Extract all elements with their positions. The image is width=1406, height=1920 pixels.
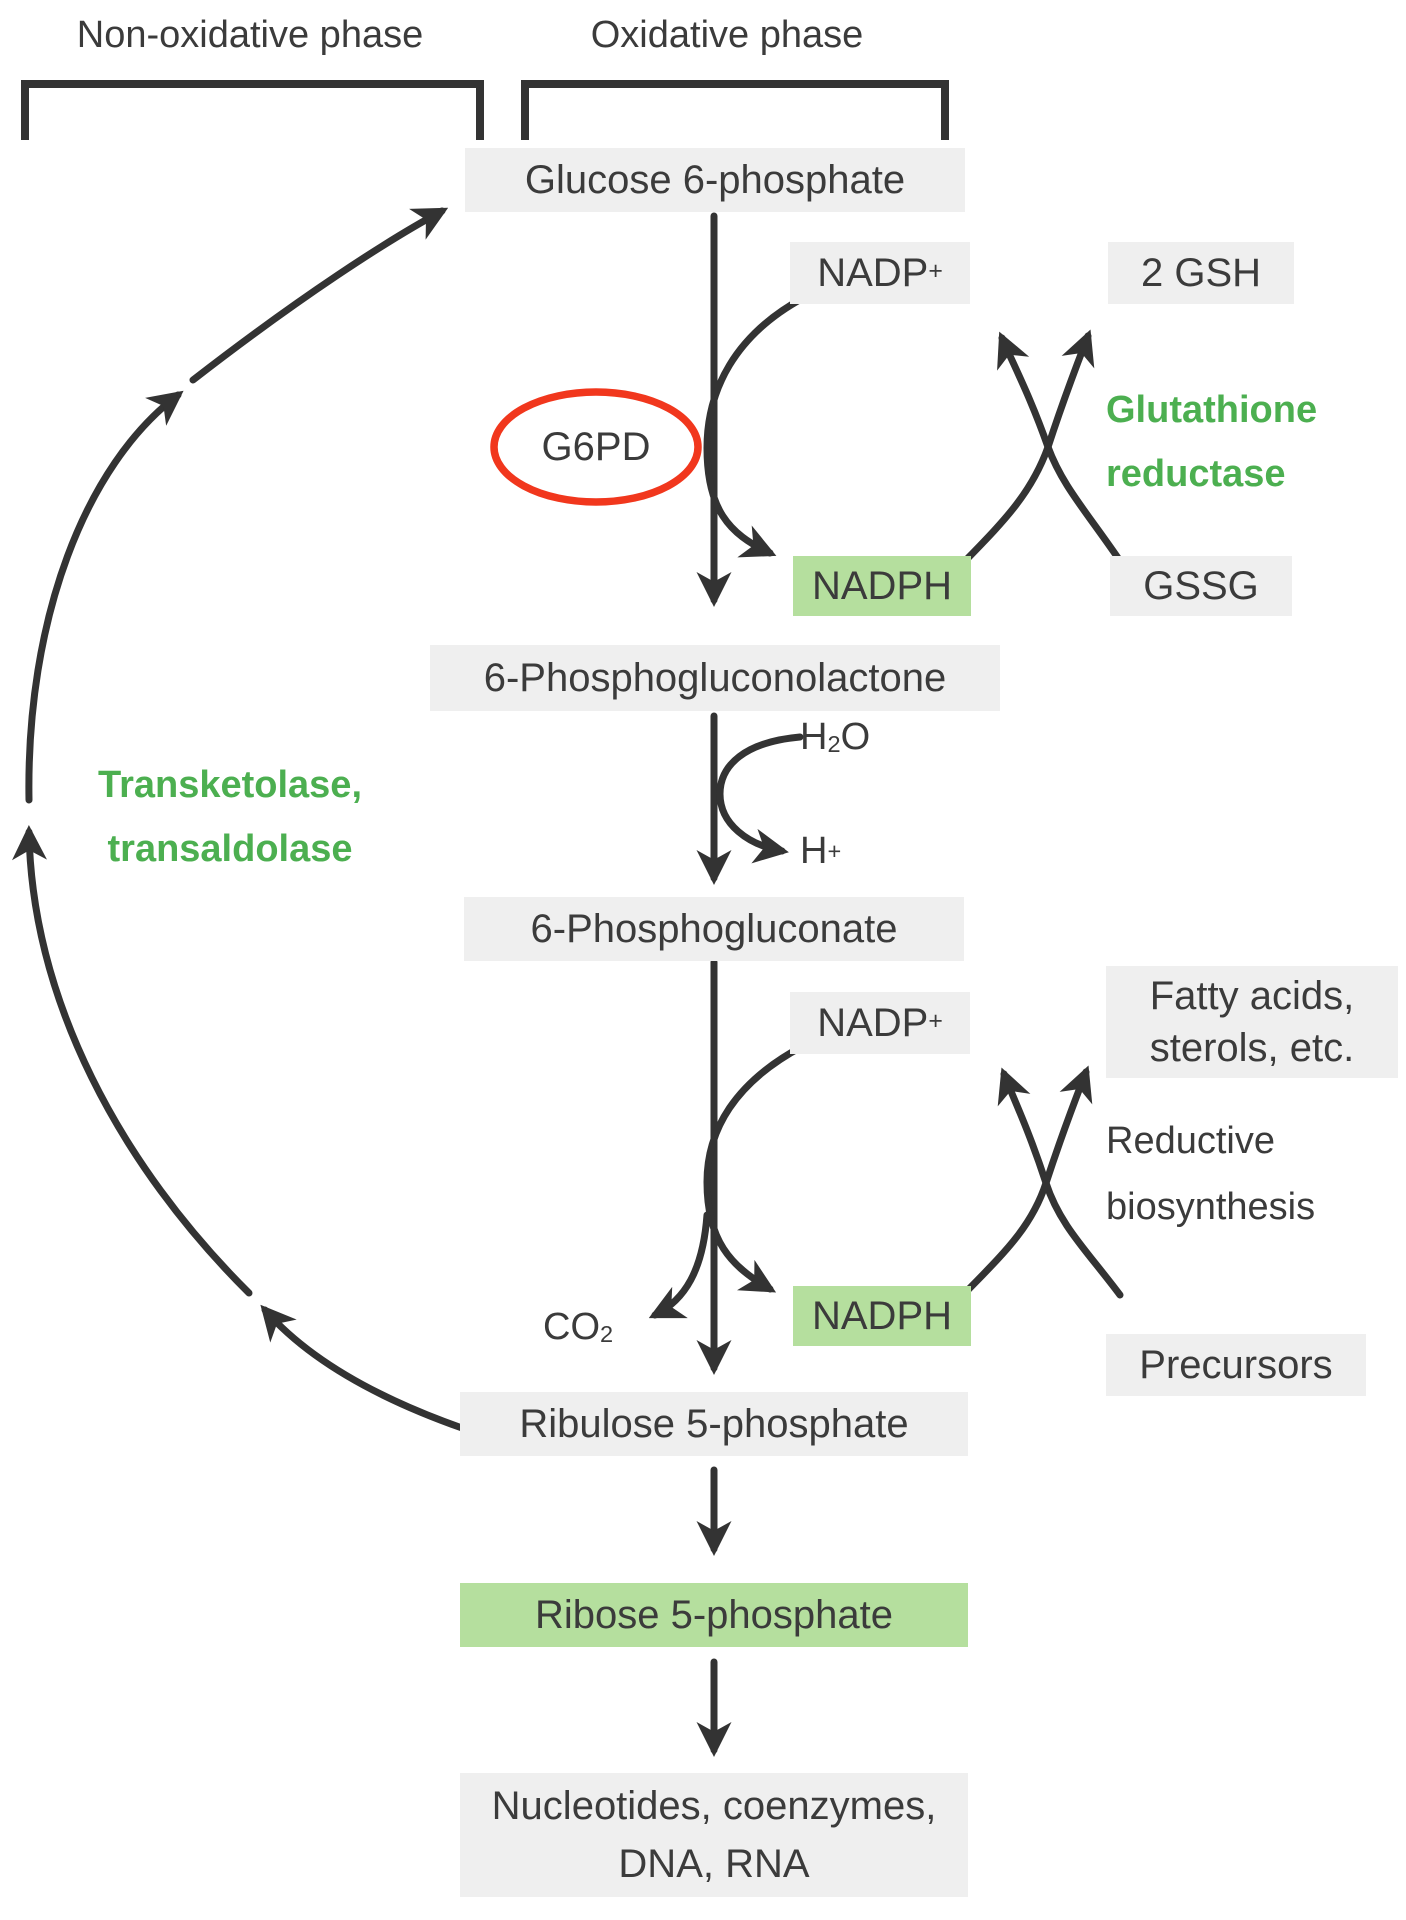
return-arc-segment-2: [12, 825, 253, 1297]
node-6-phosphogluconolactone: 6-Phosphogluconolactone: [430, 645, 1000, 711]
transketolase-line2: transaldolase: [107, 828, 353, 870]
fatty-acids-line1: Fatty acids,: [1149, 974, 1355, 1018]
node-nucleotides-dna-rna: Nucleotides, coenzymes, DNA, RNA: [460, 1773, 968, 1897]
node-precursors: Precursors: [1106, 1334, 1366, 1396]
h2o-h: H: [800, 716, 828, 759]
node-nadp-plus-top: NADP+: [790, 242, 970, 304]
co2-label: CO: [543, 1306, 600, 1349]
h2o-o: O: [840, 716, 871, 759]
oxidative-phase-bracket: [521, 80, 949, 140]
phase-label-oxidative: Oxidative phase: [590, 14, 864, 57]
curve-precursors-up: [997, 1067, 1124, 1299]
node-glucose-6-phosphate: Glucose 6-phosphate: [465, 148, 965, 212]
hplus-superscript: +: [827, 837, 842, 864]
node-2gsh: 2 GSH: [1108, 242, 1294, 304]
curve-nadph-to-gsh: [964, 329, 1095, 562]
reductive-biosynthesis-line2: biosynthesis: [1106, 1186, 1316, 1228]
node-nadph-mid: NADPH: [793, 1286, 971, 1346]
fatty-acids-line2: sterols, etc.: [1149, 1026, 1355, 1070]
node-gssg: GSSG: [1110, 556, 1292, 616]
node-nadph-top: NADPH: [793, 556, 971, 616]
return-arc-segment-1: [260, 1304, 466, 1432]
curve-nadp-to-nadph-mid: [703, 1042, 807, 1293]
enzyme-g6pd-label: G6PD: [541, 425, 651, 469]
node-fatty-acids-sterols: Fatty acids, sterols, etc.: [1106, 966, 1398, 1078]
curve-co2-release: [648, 1211, 711, 1319]
node-ribulose-5-phosphate: Ribulose 5-phosphate: [460, 1392, 968, 1456]
curve-nadph-to-fatty-acids: [964, 1065, 1093, 1294]
g6pd-highlight-ellipse: [490, 388, 702, 506]
nucleotides-line2: DNA, RNA: [618, 1842, 810, 1886]
return-arc-segment-3: [25, 390, 184, 804]
enzyme-transketolase-transaldolase: Transketolase, transaldolase: [60, 752, 400, 882]
glutathione-reductase-line1: Glutathione: [1106, 389, 1318, 431]
enzyme-glutathione-reductase: Glutathione reductase: [1106, 378, 1406, 508]
annotation-reductive-biosynthesis: Reductive biosynthesis: [1106, 1108, 1406, 1240]
nadp-label: NADP: [817, 251, 929, 295]
hplus-h: H: [800, 830, 828, 873]
glutathione-reductase-line2: reductase: [1106, 453, 1286, 495]
phase-label-non-oxidative: Non-oxidative phase: [76, 14, 424, 57]
transketolase-line1: Transketolase,: [97, 764, 363, 806]
nadp-superscript-2: +: [928, 1007, 943, 1035]
cofactor-h-plus: H+: [800, 826, 920, 878]
node-nadp-plus-mid: NADP+: [790, 992, 970, 1054]
curve-nadp-to-nadph-top: [703, 294, 807, 558]
curve-h2o-to-hplus: [716, 733, 804, 864]
non-oxidative-phase-bracket: [21, 80, 484, 140]
curve-gssg-up: [997, 331, 1122, 562]
node-6-phosphogluconate: 6-Phosphogluconate: [464, 897, 964, 961]
h2o-subscript: 2: [827, 730, 841, 757]
nucleotides-line1: Nucleotides, coenzymes,: [491, 1784, 937, 1828]
return-arc-segment-4: [189, 207, 449, 384]
nadp-label-2: NADP: [817, 1001, 929, 1045]
nadp-superscript: +: [928, 257, 943, 285]
co2-subscript: 2: [600, 1320, 614, 1347]
reductive-biosynthesis-line1: Reductive: [1106, 1120, 1275, 1162]
node-ribose-5-phosphate: Ribose 5-phosphate: [460, 1583, 968, 1647]
